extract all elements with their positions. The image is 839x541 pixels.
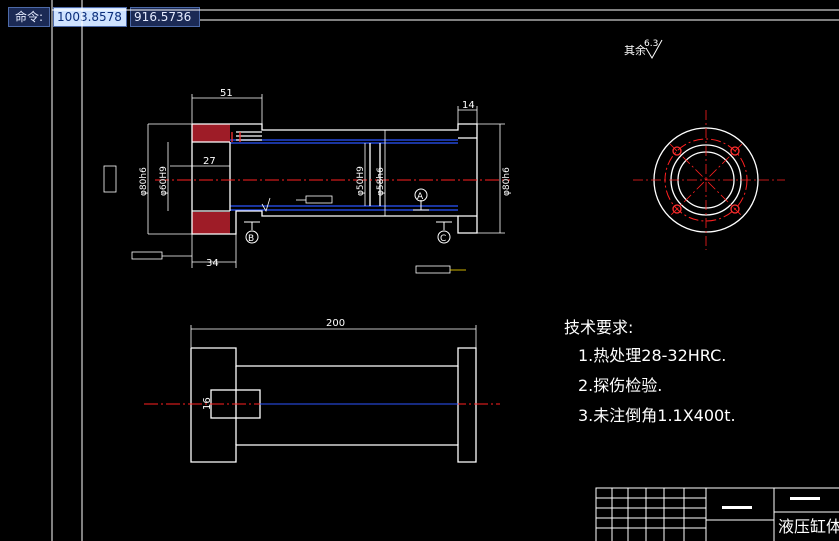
dim-bottom-step: 34 xyxy=(206,258,219,269)
datum-b-label: B xyxy=(248,234,254,244)
roughness-note: 其余 6.3 xyxy=(624,39,663,59)
section-hatch xyxy=(192,124,230,234)
drawing-frame xyxy=(51,0,839,541)
tech-title: 技术要求: xyxy=(564,318,633,337)
dim-port: 16 xyxy=(202,397,213,410)
dim-overall-length: 200 xyxy=(326,318,345,329)
datum-a-label: A xyxy=(417,192,424,202)
end-view xyxy=(633,110,785,250)
roughness-label: 其余 xyxy=(624,43,646,57)
tolerance-frames xyxy=(103,165,466,274)
y-coordinate-input[interactable] xyxy=(130,7,201,27)
datum-b: B xyxy=(244,221,260,244)
dim-diam-mid1: φ50H9 xyxy=(356,166,366,196)
command-label: 命令: xyxy=(8,7,51,27)
tech-item-3: 3.未注倒角1.1X400t. xyxy=(578,406,736,425)
dimension-lines xyxy=(147,94,505,268)
datum-a: A xyxy=(413,188,429,211)
technical-requirements: 技术要求: 1.热处理28-32HRC. 2.探伤检验. 3.未注倒角1.1X4… xyxy=(564,318,736,425)
dim-diam-outer-left: φ80h6 xyxy=(139,167,149,196)
dim-flange: 14 xyxy=(462,100,475,111)
tech-item-2: 2.探伤检验. xyxy=(578,376,662,395)
dim-diam-mid2: φ58h6 xyxy=(376,167,386,196)
x-coordinate-input[interactable] xyxy=(53,7,128,27)
dim-top-width: 51 xyxy=(220,88,233,99)
datum-c: C xyxy=(436,221,452,244)
port-detail xyxy=(231,132,241,142)
outer-dimensions xyxy=(190,325,477,348)
hidden-lines xyxy=(230,139,458,211)
title-block xyxy=(595,487,839,541)
dim-diam-outer-right: φ80h6 xyxy=(502,167,512,196)
command-bar: 命令: xyxy=(8,6,201,28)
outer-view: 200 16 xyxy=(144,318,500,463)
section-view: 51 14 27 34 φ80h6 φ60H9 φ50H9 φ58h6 φ80h… xyxy=(103,88,512,274)
outer-outline xyxy=(190,347,477,463)
datum-c-label: C xyxy=(440,234,446,244)
dim-diam-bore: φ60H9 xyxy=(159,166,169,196)
dim-inner-step: 27 xyxy=(203,156,216,167)
tech-item-1: 1.热处理28-32HRC. xyxy=(578,346,726,365)
roughness-value: 6.3 xyxy=(644,39,658,49)
part-name: 液压缸体 xyxy=(778,517,839,536)
